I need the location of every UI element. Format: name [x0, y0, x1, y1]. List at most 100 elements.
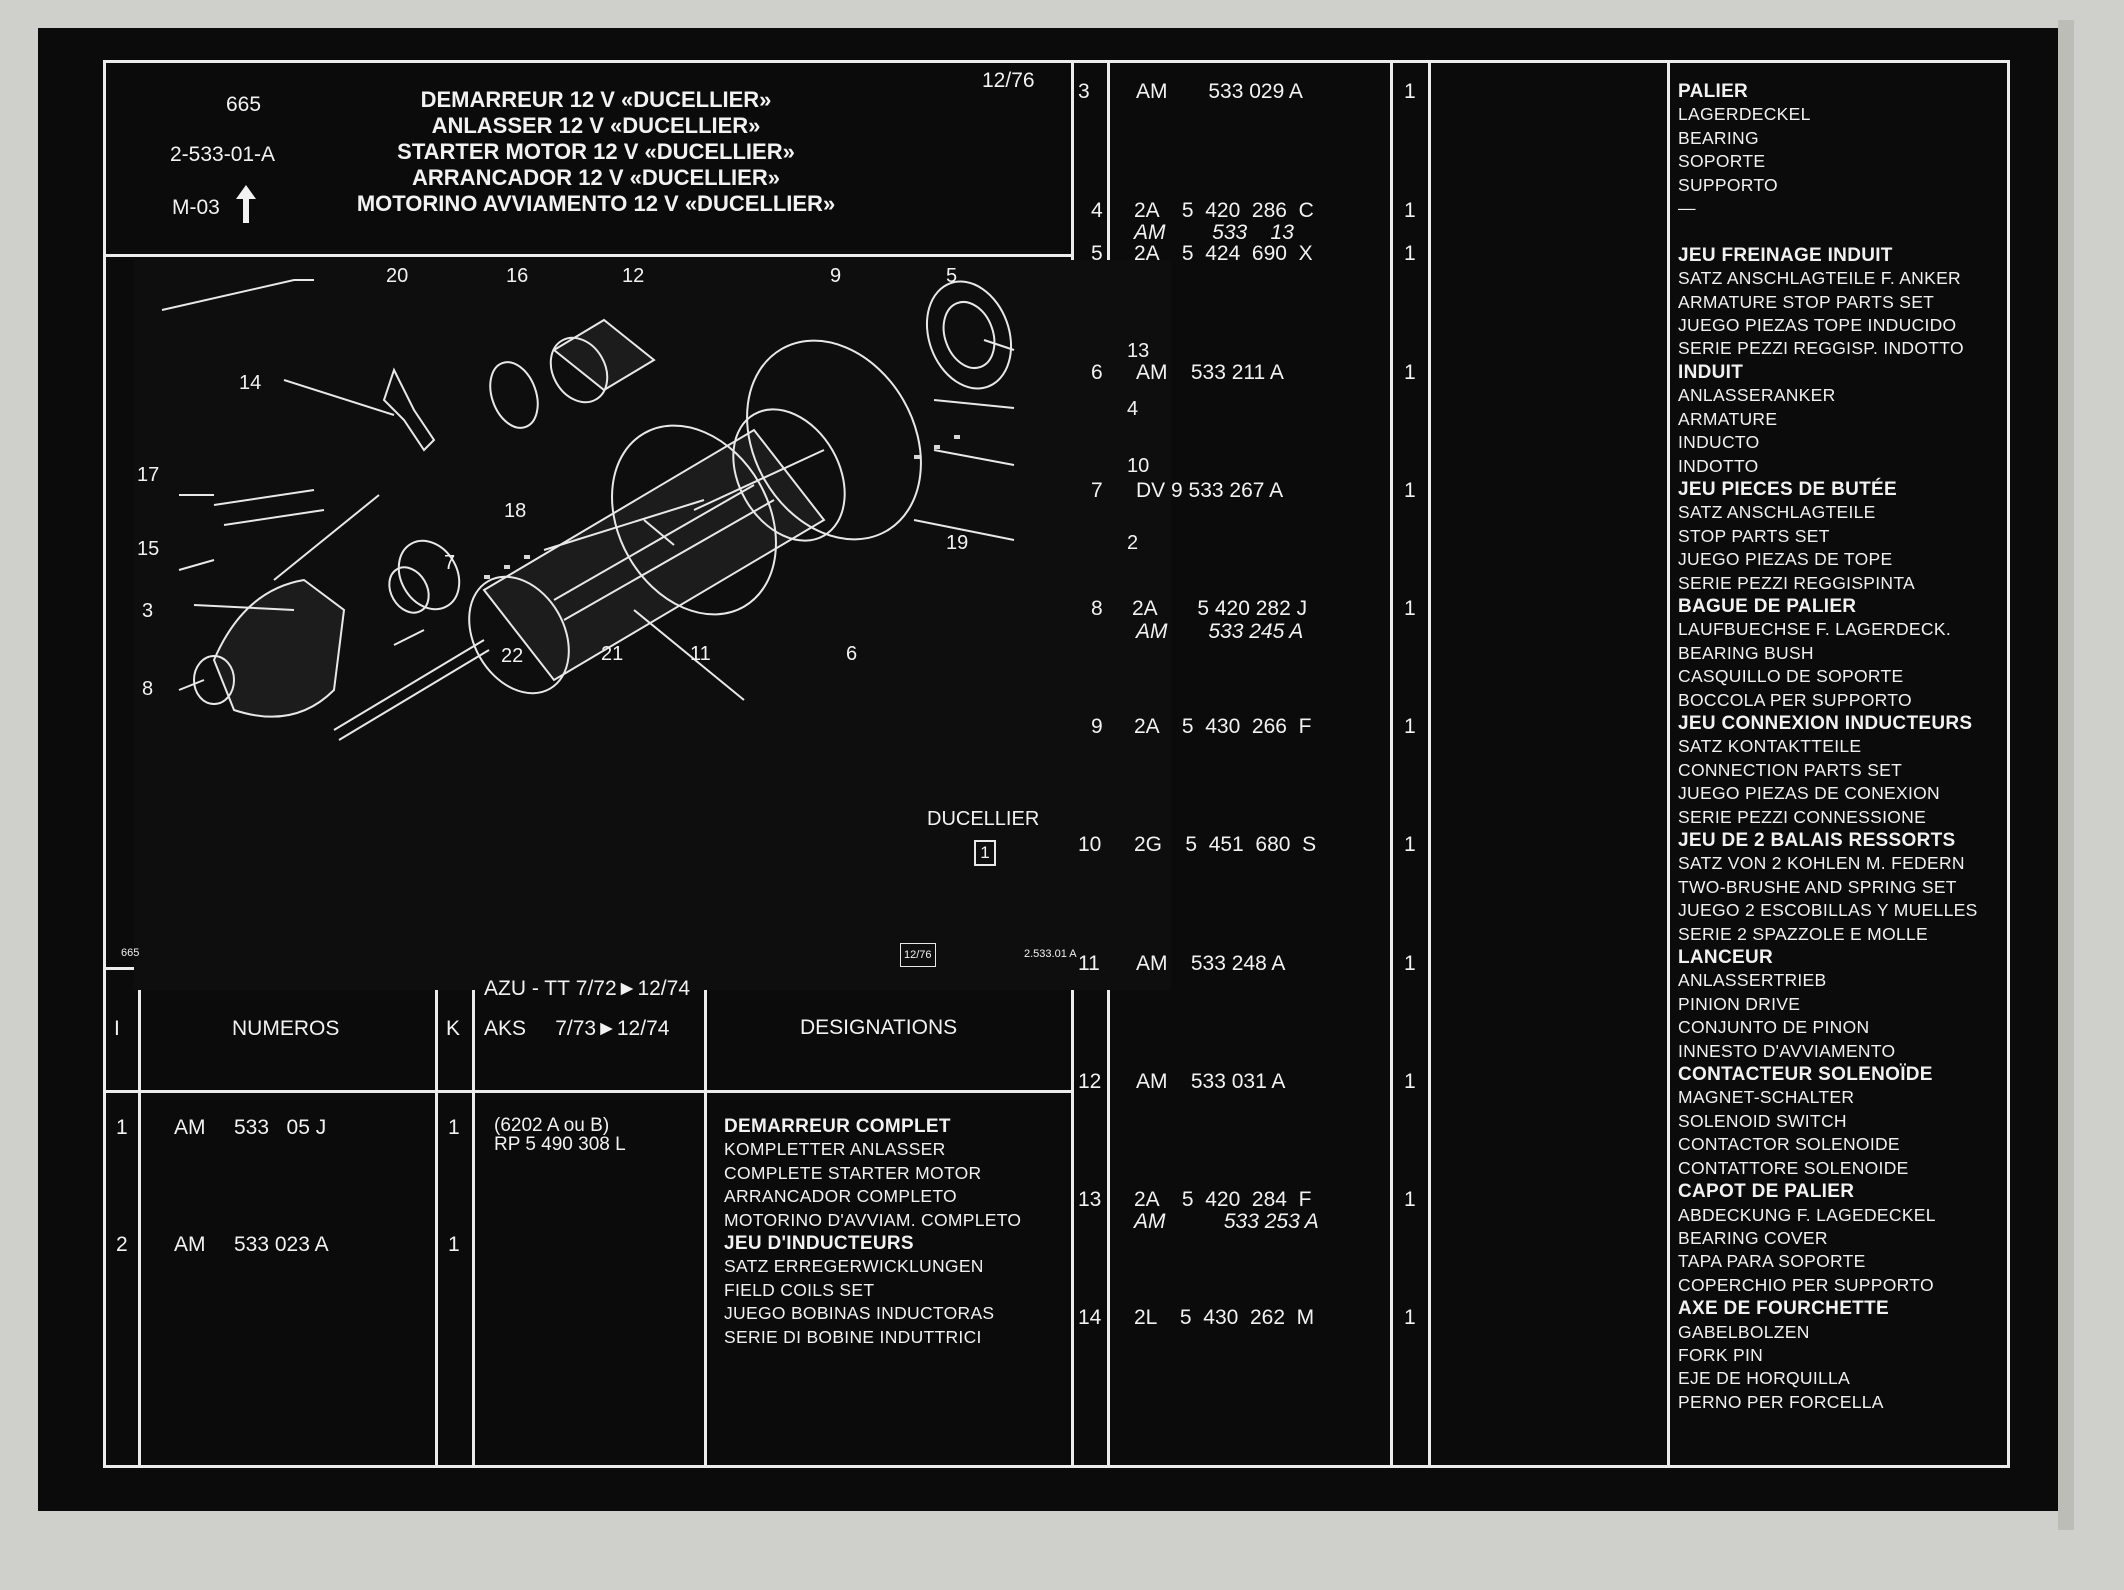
callout-21: 21 — [601, 643, 624, 665]
col-model-azu: AZU - TT 7/72►12/74 — [484, 977, 691, 1000]
row-index: 12 — [1078, 1070, 1102, 1093]
row-index: 5 — [1091, 242, 1103, 265]
print-date: 12/76 — [982, 69, 1035, 92]
part-qty: 1 — [1404, 1070, 1416, 1093]
row-index: 3 — [1078, 80, 1090, 103]
part-number: AM 533 031 A — [1136, 1070, 1286, 1093]
callout-7: 7 — [444, 552, 456, 574]
part-qty: 1 — [1404, 715, 1416, 738]
callout-22: 22 — [501, 645, 524, 667]
part-number: AM 533 211 A — [1136, 361, 1284, 384]
brand-label: DUCELLIER — [927, 808, 1040, 830]
part-number: 533 05 J — [234, 1116, 327, 1139]
part-number: 2A 5 424 690 X — [1134, 242, 1313, 265]
callout-13: 13 — [1127, 340, 1150, 362]
part-number: 2G 5 451 680 S — [1134, 833, 1317, 856]
row-index: 4 — [1091, 199, 1103, 222]
part-number: 2A 5 420 284 F — [1134, 1188, 1312, 1211]
part-qty: 1 — [1404, 1188, 1416, 1211]
part-qty: 1 — [1404, 199, 1416, 222]
row-index: 14 — [1078, 1306, 1102, 1329]
up-arrow-icon — [236, 185, 256, 223]
row-index: 7 — [1091, 479, 1103, 502]
callout-3: 3 — [142, 600, 154, 622]
part-number-alt: AM 533 253 A — [1134, 1210, 1319, 1233]
part-qty: 1 — [1404, 597, 1416, 620]
part-prefix: AM — [174, 1233, 206, 1256]
callout-12: 12 — [622, 265, 645, 287]
part-number: 2L 5 430 262 M — [1134, 1306, 1315, 1329]
callout-8: 8 — [142, 678, 154, 700]
part-number: 2A 5 430 266 F — [1134, 715, 1312, 738]
divider-vertical — [138, 970, 141, 1465]
exploded-view-diagram: 20 16 12 9 5 13 4 10 14 17 18 15 19 2 3 … — [121, 260, 1171, 990]
callout-10: 10 — [1127, 455, 1150, 477]
row-index: 2 — [116, 1233, 128, 1256]
part-number-alt: AM 533 245 A — [1136, 620, 1304, 643]
page-number: 665 — [226, 93, 262, 116]
callout-11: 11 — [690, 643, 711, 665]
brand-box: 1 — [974, 840, 996, 866]
callout-6: 6 — [846, 643, 858, 665]
callout-17: 17 — [137, 464, 160, 486]
part-qty: 1 — [1404, 833, 1416, 856]
part-qty: 1 — [1404, 242, 1416, 265]
divider-vertical — [704, 970, 707, 1465]
diagram-footer-date: 12/76 — [900, 943, 936, 967]
part-qty: 1 — [1404, 952, 1416, 975]
designations-list: PALIER LAGERDECKEL BEARING SOPORTE SUPPO… — [1678, 81, 1978, 1412]
callout-16: 16 — [506, 265, 529, 287]
row-index: 8 — [1091, 597, 1103, 620]
title-block: DEMARREUR 12 V «DUCELLIER» ANLASSER 12 V… — [286, 87, 906, 217]
part-qty: 1 — [1404, 80, 1416, 103]
row-index: 10 — [1078, 833, 1102, 856]
callout-9: 9 — [830, 265, 842, 287]
part-number: 533 023 A — [234, 1233, 329, 1256]
col-numbers: NUMEROS — [232, 1017, 340, 1040]
col-index: I — [114, 1017, 120, 1040]
part-qty: 1 — [448, 1116, 460, 1139]
row-index: 9 — [1091, 715, 1103, 738]
divider-horizontal — [106, 254, 1071, 257]
callout-2: 2 — [1127, 532, 1139, 554]
diagram-footer-left: 665 — [121, 947, 140, 959]
exploded-view-drawing — [134, 260, 1171, 990]
callout-20: 20 — [386, 265, 409, 287]
row-index: 13 — [1078, 1188, 1102, 1211]
divider-horizontal — [106, 1090, 1071, 1093]
parts-sheet: 665 2-533-01-A M-03 12/76 DEMARREUR 12 V… — [103, 60, 2010, 1468]
row-index: 11 — [1078, 952, 1100, 975]
callout-5: 5 — [946, 265, 958, 287]
part-qty: 1 — [1404, 1306, 1416, 1329]
part-number: 2A 5 420 282 J — [1132, 597, 1308, 620]
callout-4: 4 — [1127, 398, 1139, 420]
divider-vertical — [1390, 63, 1393, 1465]
title-de: ANLASSER 12 V «DUCELLIER» — [431, 113, 761, 138]
part-note: (6202 A ou B)RP 5 490 308 L — [494, 1115, 626, 1155]
diagram-footer-right: 2.533.01 A — [1024, 948, 1077, 960]
callout-15: 15 — [137, 538, 160, 560]
divider-vertical — [1667, 63, 1670, 1465]
callout-19: 19 — [946, 532, 969, 554]
group-code: 2-533-01-A — [170, 143, 276, 166]
mod-code: M-03 — [172, 196, 220, 219]
part-qty: 1 — [1404, 479, 1416, 502]
part-number-alt: AM 533 13 — [1134, 221, 1294, 244]
part-number: DV 9 533 267 A — [1136, 479, 1284, 502]
title-it: MOTORINO AVVIAMENTO 12 V «DUCELLIER» — [356, 191, 836, 216]
part-number: 2A 5 420 286 C — [1134, 199, 1314, 222]
part-number: AM 533 029 A — [1136, 80, 1303, 103]
callout-18: 18 — [504, 500, 527, 522]
part-designation: DEMARREUR COMPLET KOMPLETTER ANLASSER CO… — [724, 1116, 1022, 1347]
row-index: 1 — [116, 1116, 128, 1139]
title-es: ARRANCADOR 12 V «DUCELLIER» — [412, 165, 780, 190]
divider-vertical — [472, 970, 475, 1465]
row-index: 6 — [1091, 361, 1103, 384]
part-qty: 1 — [1404, 361, 1416, 384]
col-model-aks: AKS 7/73►12/74 — [484, 1017, 670, 1040]
part-number: AM 533 248 A — [1136, 952, 1286, 975]
title-en: STARTER MOTOR 12 V «DUCELLIER» — [397, 139, 795, 164]
title-fr: DEMARREUR 12 V «DUCELLIER» — [420, 87, 772, 112]
part-qty: 1 — [448, 1233, 460, 1256]
part-prefix: AM — [174, 1116, 206, 1139]
